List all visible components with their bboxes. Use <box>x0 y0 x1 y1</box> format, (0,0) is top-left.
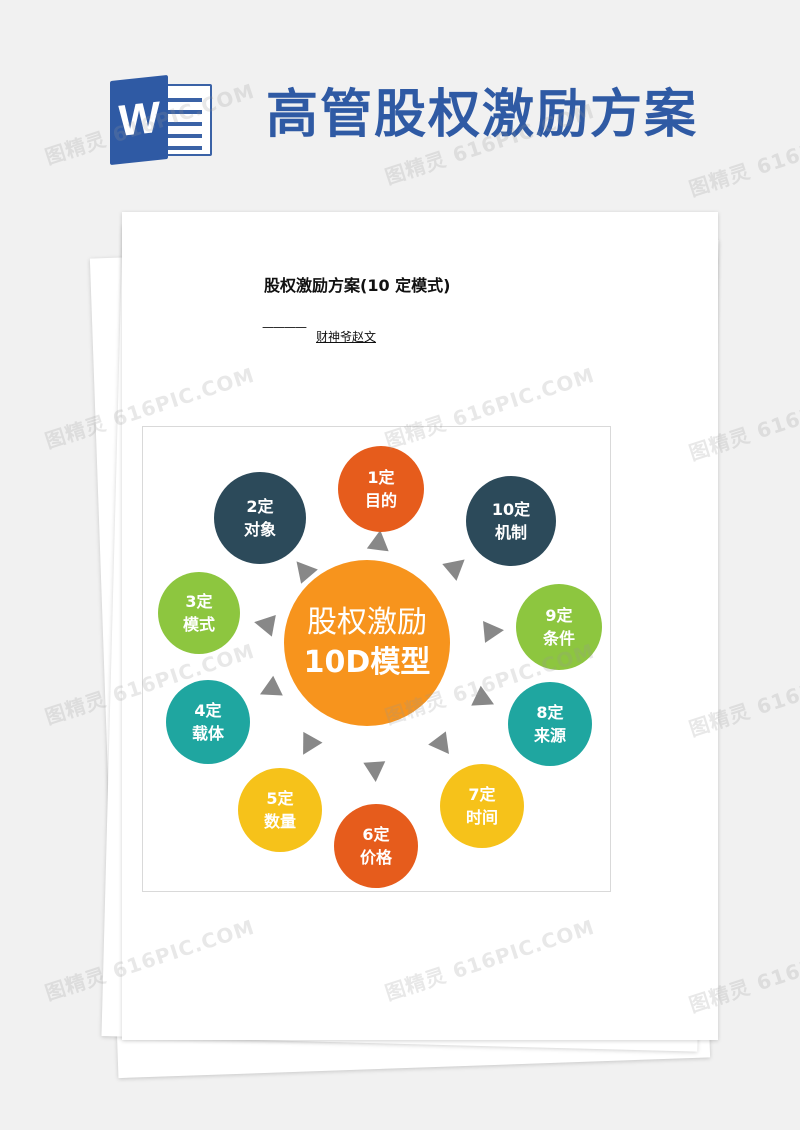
diagram-arrow <box>252 611 276 637</box>
node-label: 时间 <box>465 808 498 827</box>
node-number: 6定 <box>362 825 390 844</box>
node-label: 条件 <box>542 629 575 648</box>
banner-title: 高管股权激励方案 <box>266 84 699 145</box>
node-number: 1定 <box>367 468 395 487</box>
center-line-2: 10D模型 <box>303 645 431 680</box>
word-app-icon: W <box>110 74 214 166</box>
node-number: 9定 <box>545 606 573 625</box>
node-label: 价格 <box>359 848 392 867</box>
node-7-time: 7定 时间 <box>440 764 524 848</box>
node-1-purpose: 1定 目的 <box>338 446 424 532</box>
node-4-vehicle: 4定 载体 <box>166 680 250 764</box>
node-label: 数量 <box>263 812 296 831</box>
node-number: 2定 <box>246 497 274 516</box>
diagram-arrow <box>483 619 505 643</box>
node-6-price: 6定 价格 <box>334 804 418 888</box>
node-10-mechanism: 10定 机制 <box>466 476 556 566</box>
author-name: 财神爷赵文 <box>316 330 377 344</box>
diagram-arrow <box>366 528 392 552</box>
node-number: 7定 <box>468 785 496 804</box>
word-letter-badge: W <box>110 74 168 166</box>
node-label: 目的 <box>364 491 397 510</box>
node-label: 来源 <box>533 726 566 745</box>
node-number: 4定 <box>194 701 222 720</box>
center-line-1: 股权激励 <box>307 605 427 640</box>
document-title: 股权激励方案(10 定模式) <box>264 276 451 295</box>
byline-dashes: ———— <box>262 320 307 334</box>
node-label: 对象 <box>243 520 276 539</box>
node-number: 3定 <box>185 592 213 611</box>
node-label: 机制 <box>494 523 527 542</box>
node-label: 模式 <box>182 615 215 634</box>
node-number: 5定 <box>266 789 294 808</box>
node-3-mode: 3定 模式 <box>158 572 240 654</box>
byline: ———— 财神爷赵文 <box>262 318 376 344</box>
node-label: 载体 <box>191 724 224 743</box>
node-number: 10定 <box>491 500 531 519</box>
node-5-quantity: 5定 数量 <box>238 768 322 852</box>
diagram-arrow <box>363 761 387 783</box>
node-9-condition: 9定 条件 <box>516 584 602 670</box>
node-2-target: 2定 对象 <box>214 472 306 564</box>
node-number: 8定 <box>536 703 564 722</box>
node-8-source: 8定 来源 <box>508 682 592 766</box>
diagram-center-circle: 股权激励 10D模型 <box>284 560 450 726</box>
